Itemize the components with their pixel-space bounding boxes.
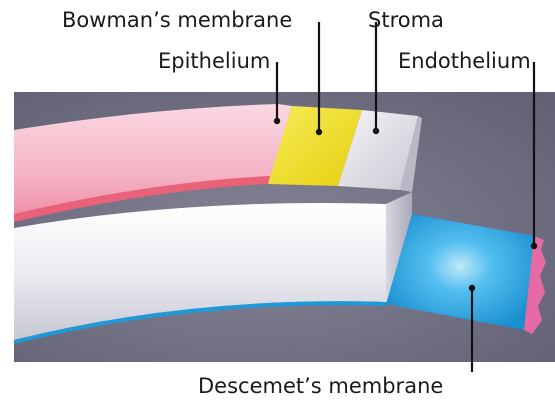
label-stroma: Stroma xyxy=(368,10,444,31)
dot-bowman xyxy=(316,129,322,135)
dot-endothelium xyxy=(531,243,537,249)
label-epithelium: Epithelium xyxy=(158,51,270,72)
dot-descemet xyxy=(469,285,475,291)
label-descemets-membrane: Descemet’s membrane xyxy=(198,376,443,397)
label-endothelium: Endothelium xyxy=(398,51,531,72)
label-bowmans-membrane: Bowman’s membrane xyxy=(62,10,292,31)
dot-stroma xyxy=(373,128,379,134)
dot-epithelium xyxy=(274,118,280,124)
